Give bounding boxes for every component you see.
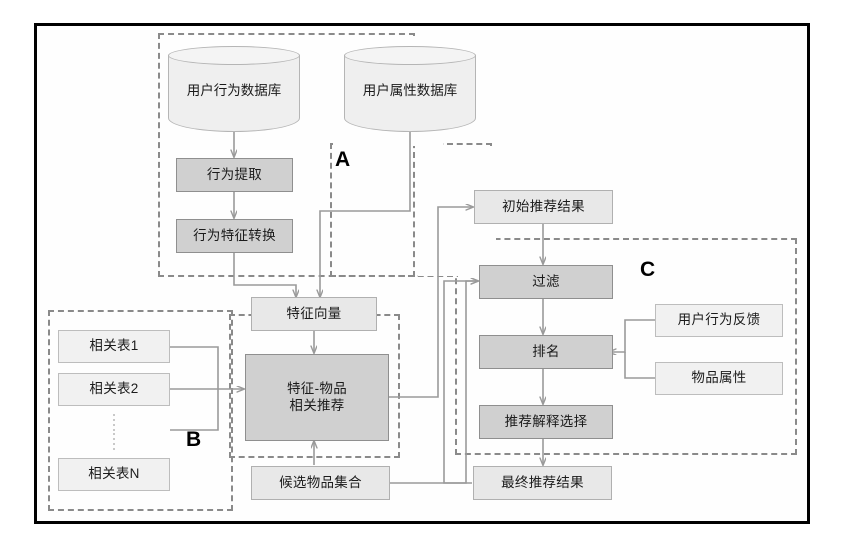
cylinder-body: [344, 55, 476, 132]
node-behavior-feature-transform[interactable]: 行为特征转换: [176, 219, 293, 253]
node-feature-vector[interactable]: 特征向量: [251, 297, 377, 331]
node-final-rec-result[interactable]: 最终推荐结果: [473, 466, 612, 500]
cylinder-body: [168, 55, 300, 132]
node-feature-item-recommendation-line1: 特征-物品: [287, 380, 347, 396]
db-user-behavior: 用户行为数据库: [168, 46, 300, 132]
node-related-table-n[interactable]: 相关表N: [58, 458, 170, 491]
group-label-b: B: [186, 428, 202, 451]
node-candidate-item-set[interactable]: 候选物品集合: [251, 466, 390, 500]
cylinder-top: [168, 46, 300, 65]
node-filter[interactable]: 过滤: [479, 265, 613, 299]
node-rec-explain-select[interactable]: 推荐解释选择: [479, 405, 613, 439]
db-user-attribute-label: 用户属性数据库: [362, 83, 458, 98]
node-user-behavior-feedback[interactable]: 用户行为反馈: [655, 304, 783, 337]
node-behavior-extract[interactable]: 行为提取: [176, 158, 293, 192]
db-user-attribute: 用户属性数据库: [344, 46, 476, 132]
group-b-dashed-box: [48, 310, 233, 511]
node-feature-item-recommendation[interactable]: 特征-物品 相关推荐: [245, 354, 389, 441]
db-user-behavior-label: 用户行为数据库: [186, 83, 282, 98]
group-label-a: A: [335, 148, 351, 171]
node-related-table-2[interactable]: 相关表2: [58, 373, 170, 406]
ellipsis-vertical-icon: [113, 414, 115, 450]
node-related-table-1[interactable]: 相关表1: [58, 330, 170, 363]
node-item-attribute[interactable]: 物品属性: [655, 362, 783, 395]
node-initial-rec-result[interactable]: 初始推荐结果: [474, 190, 613, 224]
node-feature-item-recommendation-line2: 相关推荐: [289, 397, 345, 413]
group-label-c: C: [640, 258, 656, 281]
cylinder-top: [344, 46, 476, 65]
node-ranking[interactable]: 排名: [479, 335, 613, 369]
